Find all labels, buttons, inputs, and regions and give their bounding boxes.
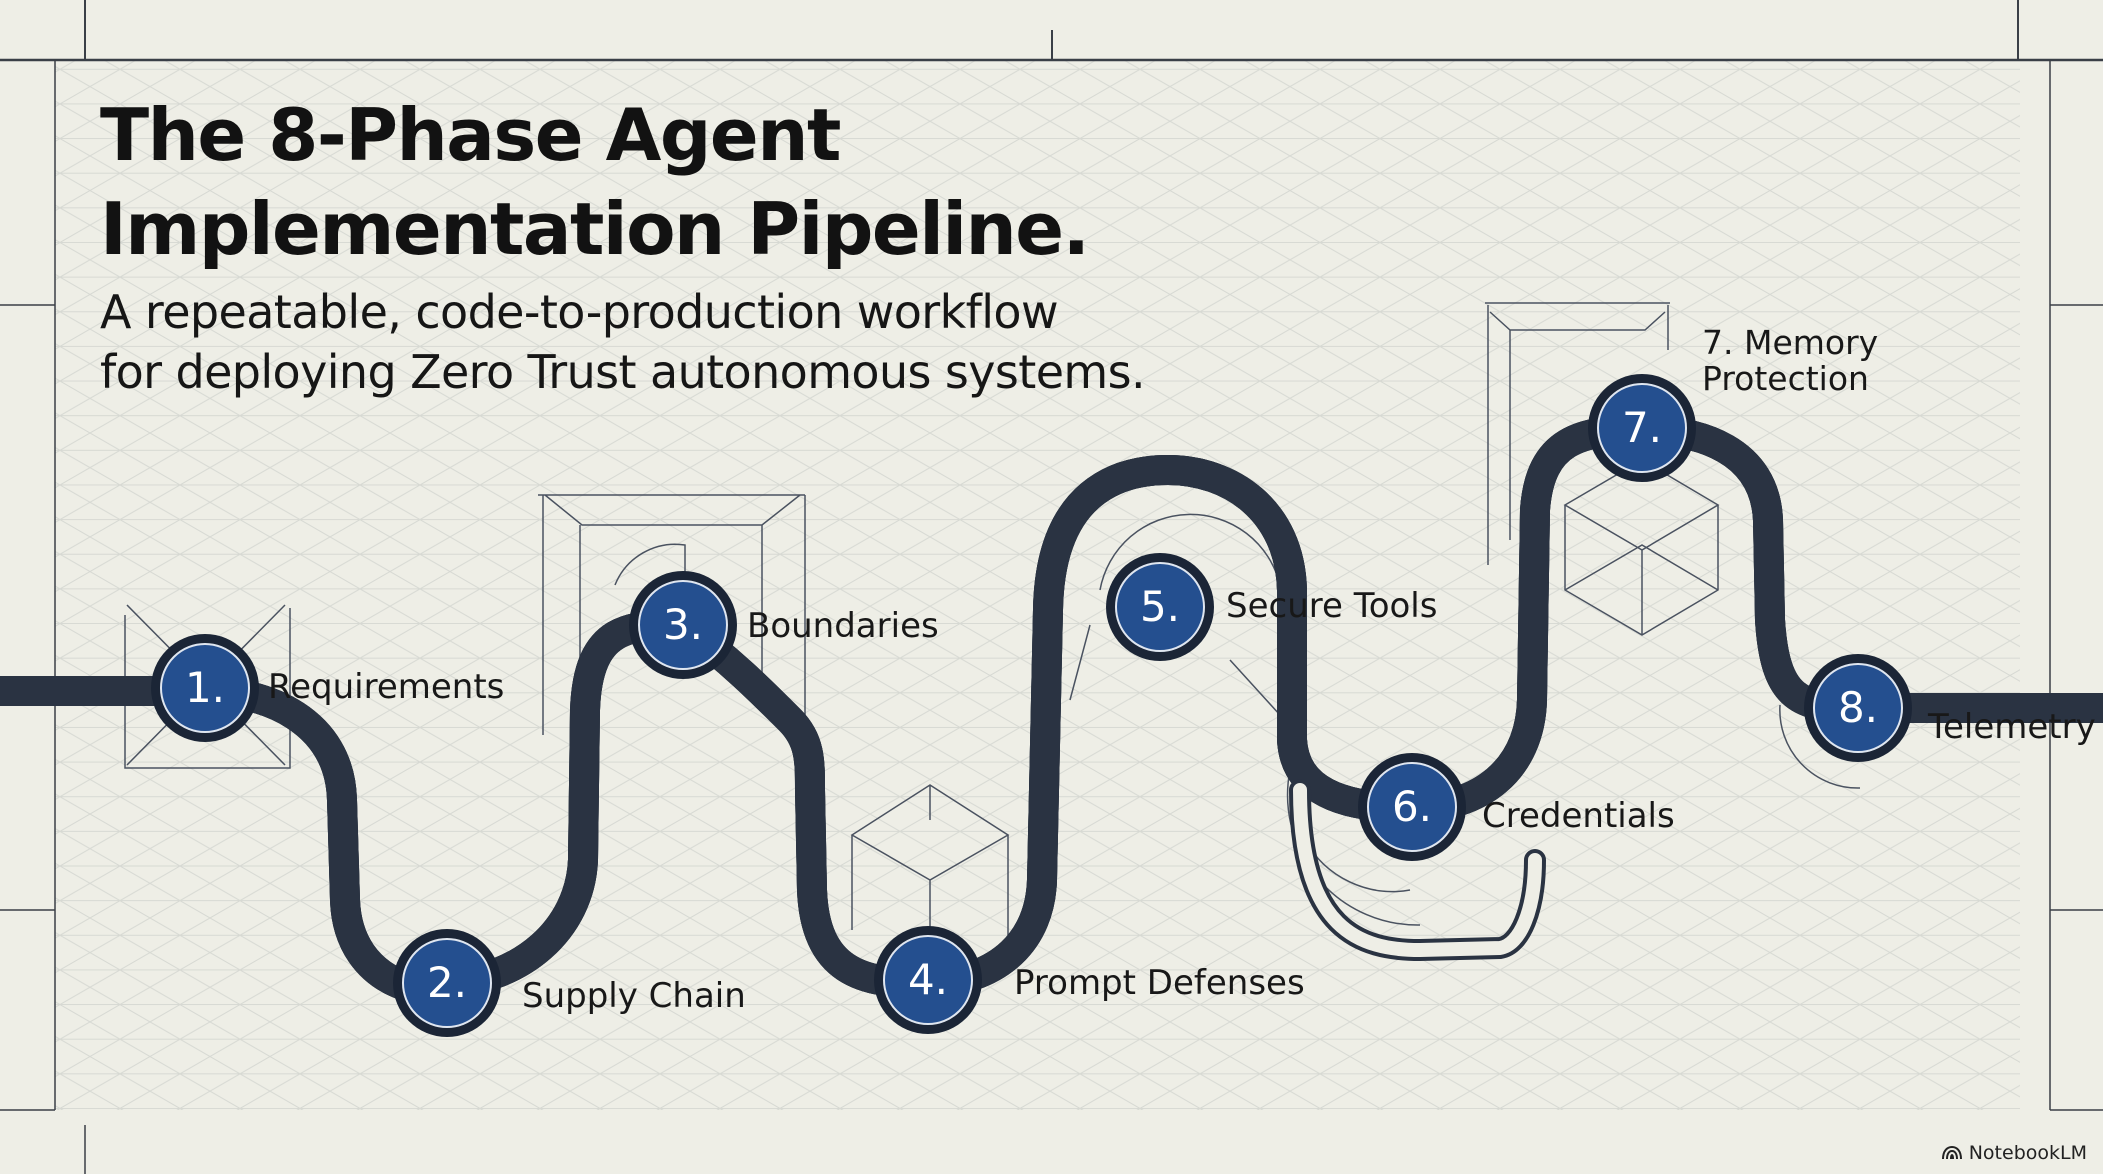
phase-node-5: 5. (1106, 553, 1214, 661)
phase-label-telemetry: Telemetry (1928, 707, 2096, 747)
title-line-2: Implementation Pipeline. (100, 187, 1090, 271)
phase-number-7: 7. (1622, 403, 1662, 452)
phase-label-memory-protection-line-1: 7. Memory (1702, 323, 1879, 362)
phase-node-4: 4. (874, 926, 982, 1034)
phase-label-secure-tools: Secure Tools (1226, 586, 1438, 626)
phase-label-memory-protection: 7. Memory Protection (1702, 325, 1878, 397)
notebooklm-brand: NotebookLM (1941, 1142, 2087, 1164)
phase-node-6: 6. (1358, 753, 1466, 861)
page-subtitle: A repeatable, code-to-production workflo… (100, 282, 1146, 402)
pipeline-track (0, 415, 2103, 990)
page-title: The 8-Phase Agent Implementation Pipelin… (100, 88, 1090, 276)
phase-number-5: 5. (1140, 582, 1180, 631)
notebooklm-logo-icon (1941, 1145, 1962, 1160)
phase-number-6: 6. (1392, 782, 1432, 831)
phase-label-memory-protection-line-2: Protection (1702, 359, 1869, 398)
phase-number-4: 4. (908, 955, 948, 1004)
phase-label-supply-chain: Supply Chain (522, 976, 746, 1016)
phase-number-8: 8. (1838, 683, 1878, 732)
phase-label-requirements: Requirements (268, 667, 505, 707)
phase-node-1: 1. (151, 634, 259, 742)
phase-node-8: 8. (1804, 654, 1912, 762)
phase-node-7: 7. (1588, 374, 1696, 482)
phase-label-boundaries: Boundaries (747, 606, 939, 646)
subtitle-line-2: for deploying Zero Trust autonomous syst… (100, 345, 1146, 399)
phase-node-3: 3. (629, 571, 737, 679)
phase-node-2: 2. (393, 929, 501, 1037)
title-line-1: The 8-Phase Agent (100, 93, 841, 177)
phase-label-prompt-defenses: Prompt Defenses (1014, 963, 1305, 1003)
phase-number-1: 1. (185, 663, 225, 712)
phase-label-credentials: Credentials (1482, 796, 1675, 836)
brand-name: NotebookLM (1968, 1142, 2087, 1164)
phase-number-3: 3. (663, 600, 703, 649)
phase-number-2: 2. (427, 958, 467, 1007)
subtitle-line-1: A repeatable, code-to-production workflo… (100, 285, 1059, 339)
